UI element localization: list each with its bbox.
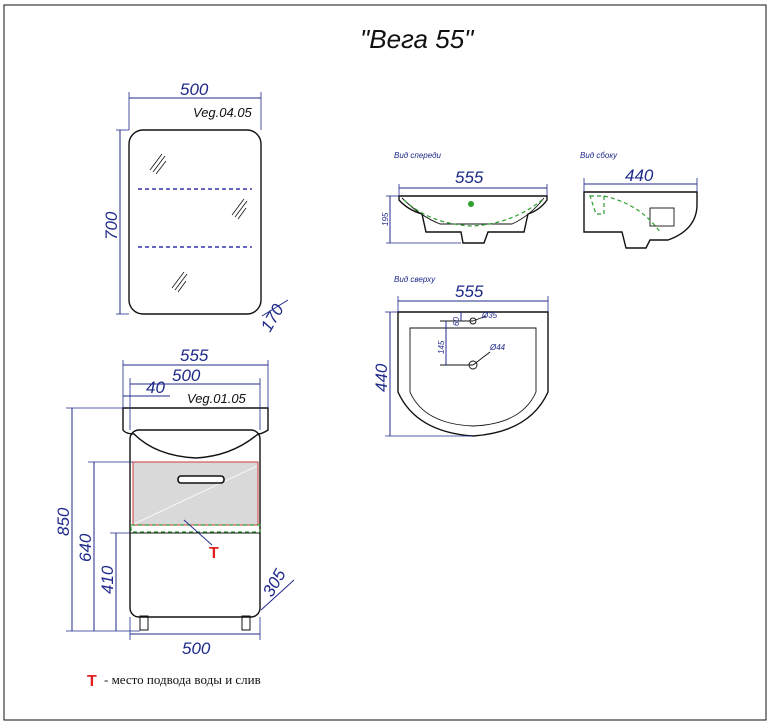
legend-text: - место подвода воды и слив [104, 672, 261, 687]
cabinet-view: T 555 500 40 Veg.01.05 850 640 410 305 5… [54, 346, 295, 658]
sink-front-outline [398, 195, 548, 244]
hole-large-dim: Ø44 [489, 343, 506, 352]
sink-top-outline [397, 311, 549, 437]
sink-side-faucet-block [649, 207, 675, 227]
cabinet-basin-outline [122, 407, 269, 459]
cabinet-depth-dim: 305 [259, 565, 290, 600]
cabinet-body-width-dim: 500 [172, 366, 201, 385]
sink-front-bowl [401, 197, 545, 225]
drawing-title: "Вега 55" [360, 24, 475, 54]
drawer-diagonal [133, 465, 258, 525]
top-dim-145: 145 [437, 340, 446, 354]
cabinet-code: Veg.01.05 [187, 391, 247, 406]
sink-top-bowl [409, 327, 537, 427]
sink-side-hidden [589, 195, 661, 233]
faucet-hole-icon [468, 201, 474, 207]
cabinet-body-outline [129, 429, 261, 618]
sink-side-outline [583, 191, 698, 249]
mirror-depth-dim-line [261, 299, 289, 317]
glass-reflection-icon [149, 153, 248, 293]
legend-mark: T [87, 673, 97, 690]
front-height-dim: 195 [381, 212, 390, 226]
top-dim-60: 60 [452, 317, 461, 326]
top-width-dim: 555 [455, 282, 484, 301]
cabinet-bottom-width-dim: 500 [182, 639, 211, 658]
mirror-code: Veg.04.05 [193, 105, 253, 120]
mirror-width-dim: 500 [180, 80, 209, 99]
drawing-frame [3, 4, 767, 721]
side-width-dim: 440 [625, 166, 654, 185]
legend: T - место подвода воды и слив [87, 672, 261, 690]
cabinet-hidden-shelf [130, 524, 261, 533]
drawer-handle [177, 475, 225, 484]
side-view-label: Вид сбоку [580, 151, 618, 160]
cabinet-drawer-height-dim: 640 [76, 533, 95, 562]
sink-front-view: Вид спереди 555 195 [381, 151, 548, 244]
cabinet-door-height-dim: 410 [98, 565, 117, 594]
sink-side-view: Вид сбоку 440 [580, 151, 698, 249]
connection-leader [183, 519, 213, 546]
hole-small-dim: Ø35 [481, 311, 498, 320]
cabinet-leg-left [139, 615, 149, 631]
top-view-label: Вид сверху [394, 275, 436, 284]
cabinet-offset-dim: 40 [146, 378, 165, 397]
cabinet-total-height-dim: 850 [54, 507, 73, 536]
cabinet-leg-right [241, 615, 251, 631]
sink-front-hidden [403, 199, 543, 227]
front-view-label: Вид спереди [394, 151, 442, 160]
mirror-depth-dim: 170 [257, 300, 288, 335]
mirror-height-dim: 700 [102, 211, 121, 240]
front-width-dim: 555 [455, 168, 484, 187]
mirror-outline [128, 129, 262, 315]
connection-mark: T [209, 545, 219, 562]
top-depth-dim: 440 [372, 363, 391, 392]
cabinet-depth-dim-line [260, 579, 295, 611]
mirror-view: 500 Veg.04.05 700 170 [102, 80, 289, 335]
sink-top-view: Вид сверху 60 145 Ø35 Ø44 555 440 [372, 275, 549, 437]
cabinet-top-width-dim: 555 [180, 346, 209, 365]
